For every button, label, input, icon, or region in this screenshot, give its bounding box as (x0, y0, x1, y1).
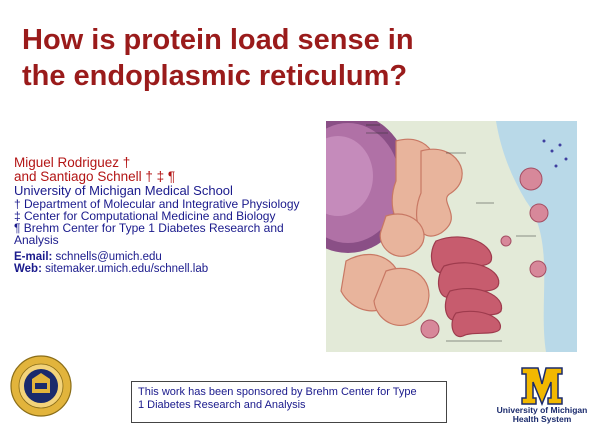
affiliation-4: Analysis (14, 233, 59, 247)
um-line-1: University of Michigan (496, 405, 588, 415)
title-line-1: How is protein load sense in (22, 24, 414, 56)
web-link[interactable]: sitemaker.umich.edu/schnell.lab (45, 263, 209, 275)
author-line-1: Miguel Rodriguez † (14, 155, 131, 170)
affiliation-3: ¶ Brehm Center for Type 1 Diabetes Resea… (14, 221, 284, 235)
web-label: Web: (14, 263, 42, 275)
affiliation-1: † Department of Molecular and Integrativ… (14, 197, 300, 211)
affiliation-0: University of Michigan Medical School (14, 183, 233, 198)
sponsor-line-2: 1 Diabetes Research and Analysis (138, 399, 306, 411)
university-seal-icon (10, 355, 72, 417)
title-line-2: the endoplasmic reticulum? (22, 60, 408, 92)
email-label: E-mail: (14, 251, 53, 263)
block-m-icon (521, 367, 563, 406)
um-line-2: Health System (512, 414, 572, 424)
contact-block: E-mail: schnells@umich.edu Web: sitemake… (14, 251, 314, 275)
email-link[interactable]: schnells@umich.edu (55, 251, 162, 263)
page-title: How is protein load sense in the endopla… (22, 22, 562, 94)
author-block: Miguel Rodriguez † and Santiago Schnell … (14, 155, 314, 247)
health-system-label: University of Michigan Health System (492, 406, 592, 424)
author-line-2: and Santiago Schnell † ‡ ¶ (14, 169, 176, 184)
email-line: E-mail: schnells@umich.edu (14, 251, 314, 263)
web-line: Web: sitemaker.umich.edu/schnell.lab (14, 263, 314, 275)
cell-illustration (326, 121, 577, 352)
affiliation-2: ‡ Center for Computational Medicine and … (14, 209, 276, 223)
sponsor-line-1: This work has been sponsored by Brehm Ce… (138, 386, 417, 398)
er-illustration-icon (326, 121, 577, 352)
sponsor-notice: This work has been sponsored by Brehm Ce… (131, 381, 447, 423)
